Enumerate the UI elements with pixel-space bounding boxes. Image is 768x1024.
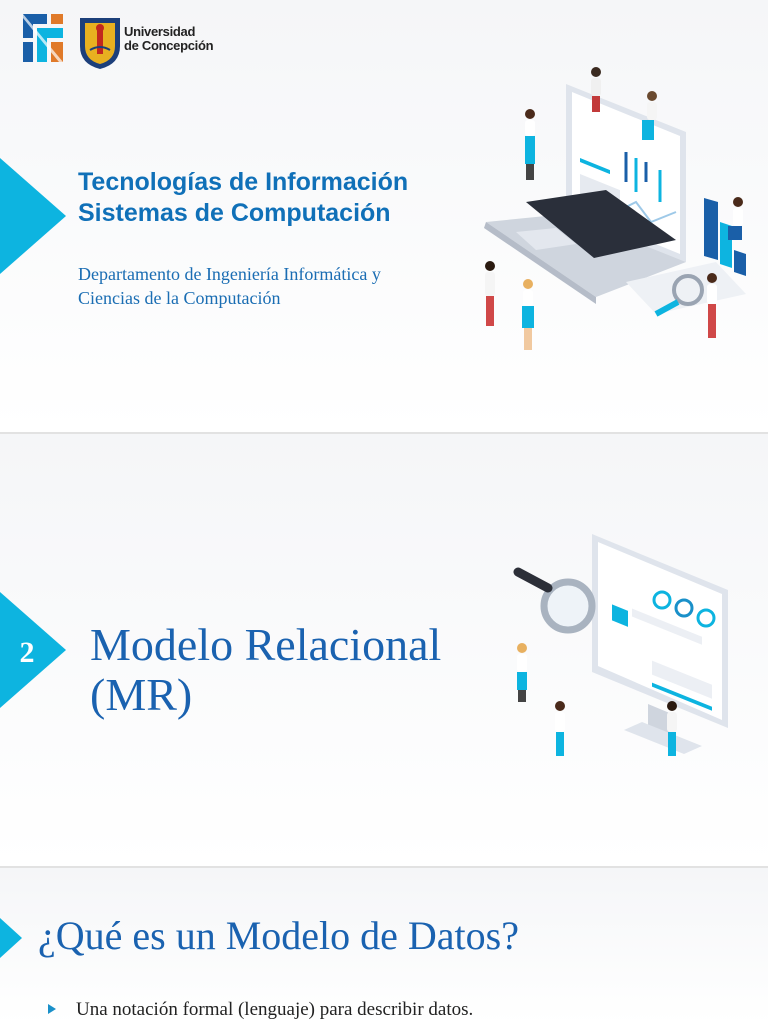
bar-chart-graphic bbox=[704, 198, 746, 276]
bullet-arrow-icon bbox=[48, 1004, 56, 1014]
course-title: Tecnologías de Información Sistemas de C… bbox=[78, 167, 408, 229]
slide-2 bbox=[0, 434, 768, 866]
laptop-people-illustration bbox=[484, 67, 746, 350]
slide-3-title: ¿Qué es un Modelo de Datos? bbox=[38, 913, 519, 958]
monitor-graphic bbox=[592, 534, 728, 754]
university-name: Universidad de Concepción bbox=[124, 24, 214, 53]
faculty-logo-icon bbox=[23, 14, 63, 62]
laptop-base-graphic bbox=[484, 190, 686, 304]
course-title-line1: Tecnologías de Información bbox=[78, 168, 409, 196]
course-title-line2: Sistemas de Computación bbox=[78, 199, 391, 227]
monitor-people-illustration bbox=[513, 534, 728, 756]
section-number: 2 bbox=[19, 636, 35, 669]
accent-arrow-3 bbox=[0, 918, 22, 958]
department-line1: Departamento de Ingeniería Informática y bbox=[78, 264, 381, 284]
section-title: Modelo Relacional (MR) bbox=[90, 620, 441, 720]
university-name-line2: de Concepción bbox=[124, 38, 214, 53]
accent-arrow-1 bbox=[0, 158, 66, 274]
person-figures bbox=[517, 643, 677, 756]
slide-1: Universidad de Concepción Tecnologías de… bbox=[0, 0, 768, 432]
person-figures bbox=[485, 67, 743, 350]
department-line2: Ciencias de la Computación bbox=[78, 288, 281, 308]
magnifier-graphic bbox=[513, 567, 596, 634]
department-name: Departamento de Ingeniería Informática y… bbox=[78, 262, 381, 310]
bullet-item: Una notación formal (lenguaje) para desc… bbox=[76, 999, 474, 1020]
section-title-line2: (MR) bbox=[90, 669, 193, 720]
university-name-line1: Universidad bbox=[124, 24, 196, 39]
section-title-line1: Modelo Relacional bbox=[90, 619, 442, 670]
accent-arrow-2 bbox=[0, 592, 66, 708]
slide-3 bbox=[0, 868, 768, 1024]
university-seal-icon bbox=[80, 18, 120, 69]
